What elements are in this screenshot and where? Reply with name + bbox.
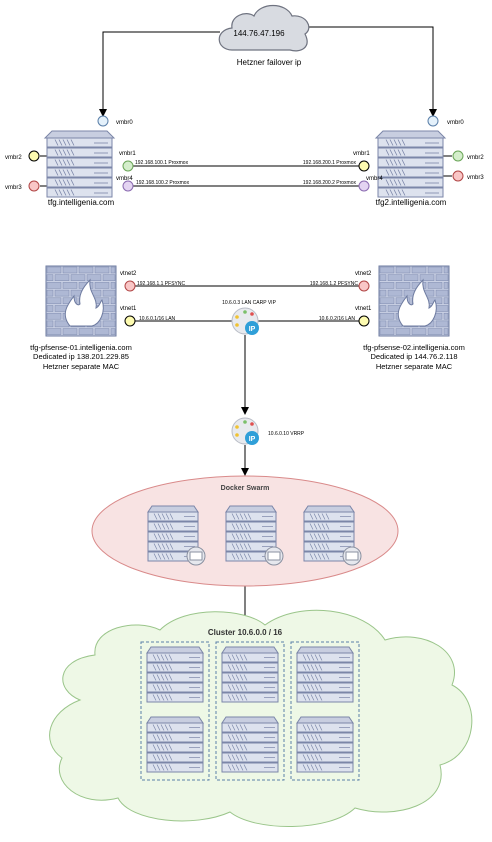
failover-to-host2-connector xyxy=(308,26,437,117)
vrrp-label: 10.6.0.10 VRRP xyxy=(268,431,305,437)
failover-to-host1-connector xyxy=(99,31,220,117)
host1-name: tfg.intelligenia.com xyxy=(48,198,115,207)
vmbr3-port-icon xyxy=(452,170,464,182)
host2-vmbr0-label: vmbr0 xyxy=(447,120,464,126)
fw2-lan-label: 10.6.0.2/16 LAN xyxy=(319,316,356,322)
cluster-node-group xyxy=(290,641,360,781)
cluster-server-icon xyxy=(146,646,204,703)
failover-cloud: 144.76.47.196 Hetzner failover ip xyxy=(218,4,310,67)
vmbr0-port-icon xyxy=(427,115,439,127)
host1-vmbr1-label: vmbr1 xyxy=(119,151,136,157)
vtnet2-port-icon xyxy=(358,280,370,292)
host2-ip2-label: 192.168.200.2 Proxmox xyxy=(303,180,357,186)
fw2-mac: Hetzner separate MAC xyxy=(376,362,453,371)
fw2-name: tfg-pfsense-02.intelligenia.com xyxy=(363,343,465,352)
vmbr1-port-icon xyxy=(358,160,370,172)
host1-server: tfg.intelligenia.com vmbr0 vmbr2 vmbr3 v… xyxy=(5,115,190,207)
cluster-server-icon xyxy=(296,716,354,773)
fw1-vtnet2-label: vtnet2 xyxy=(120,271,137,277)
carp-ip-badge: IP xyxy=(249,326,256,333)
cluster-title: Cluster 10.6.0.0 / 16 xyxy=(208,628,283,637)
vmbr2-port-icon xyxy=(28,150,40,162)
vtnet2-port-icon xyxy=(124,280,136,292)
fw1-mac: Hetzner separate MAC xyxy=(43,362,120,371)
host2-vmbr4-label: vmbr4 xyxy=(366,176,383,182)
cluster-server-icon xyxy=(221,716,279,773)
swarm-server-icon xyxy=(225,505,284,566)
fw1-lan-label: 10.6.0.1/16 LAN xyxy=(139,316,176,322)
cluster-node-group xyxy=(140,641,210,781)
host2-name: tfg2.intelligenia.com xyxy=(376,198,447,207)
cluster-server-icon xyxy=(221,646,279,703)
vmbr1-port-icon xyxy=(122,160,134,172)
server-icon xyxy=(43,130,116,198)
host1-ip2-label: 192.168.100.2 Proxmox xyxy=(136,180,190,186)
host1-vmbr2-label: vmbr2 xyxy=(5,155,22,161)
firewall1: vtnet2 vtnet1 192.168.1.1 PFSYNC 10.6.0.… xyxy=(30,265,185,371)
vrrp-vip: IP 10.6.0.10 VRRP xyxy=(231,417,305,445)
carp-vip: 10.6.0.3 LAN CARP VIP IP xyxy=(222,300,277,335)
vmbr4-port-icon xyxy=(122,180,134,192)
host1-vmbr4-label: vmbr4 xyxy=(116,176,133,182)
host1-vmbr3-label: vmbr3 xyxy=(5,185,22,191)
fw1-vtnet1-label: vtnet1 xyxy=(120,306,137,312)
swarm-server-icon xyxy=(303,505,362,566)
fw1-ip: Dedicated ip 138.201.229.85 xyxy=(33,352,129,361)
cluster: Cluster 10.6.0.0 / 16 xyxy=(49,609,473,827)
vmbr3-port-icon xyxy=(28,180,40,192)
fw1-name: tfg-pfsense-01.intelligenia.com xyxy=(30,343,132,352)
host1-ip1-label: 192.168.100.1 Proxmox xyxy=(135,160,189,166)
fw2-vtnet2-label: vtnet2 xyxy=(355,271,372,277)
swarm-server-icon xyxy=(147,505,206,566)
cluster-node-group xyxy=(215,641,285,781)
host1-vmbr0-label: vmbr0 xyxy=(116,120,133,126)
fw1-pfsync-label: 192.168.1.1 PFSYNC xyxy=(137,281,185,287)
vtnet1-port-icon xyxy=(358,315,370,327)
host2-ip1-label: 192.168.200.1 Proxmox xyxy=(303,160,357,166)
cluster-server-icon xyxy=(296,646,354,703)
firewall2: vtnet2 vtnet1 192.168.1.2 PFSYNC 10.6.0.… xyxy=(310,265,465,371)
fw2-ip: Dedicated ip 144.76.2.118 xyxy=(370,352,457,361)
cloud-icon xyxy=(218,4,310,52)
carp-vip-label: 10.6.0.3 LAN CARP VIP xyxy=(222,300,276,306)
ip-router-icon: IP xyxy=(231,417,259,445)
docker-swarm: Docker Swarm xyxy=(91,475,399,587)
firewall-icon xyxy=(378,265,450,337)
swarm-title: Docker Swarm xyxy=(221,485,270,492)
vmbr0-port-icon xyxy=(97,115,109,127)
ip-router-icon: IP xyxy=(231,307,259,335)
vmbr4-port-icon xyxy=(358,180,370,192)
cluster-server-icon xyxy=(146,716,204,773)
host2-vmbr3-label: vmbr3 xyxy=(467,175,484,181)
host2-server: tfg2.intelligenia.com vmbr0 vmbr2 vmbr3 … xyxy=(303,115,484,207)
vtnet1-port-icon xyxy=(124,315,136,327)
vrrp-ip-badge: IP xyxy=(249,436,256,443)
vmbr2-port-icon xyxy=(452,150,464,162)
failover-ip: 144.76.47.196 xyxy=(233,29,285,38)
host2-vmbr1-label: vmbr1 xyxy=(353,151,370,157)
fw2-vtnet1-label: vtnet1 xyxy=(355,306,372,312)
fw2-pfsync-label: 192.168.1.2 PFSYNC xyxy=(310,281,358,287)
server-icon xyxy=(374,130,447,198)
firewall-icon xyxy=(45,265,117,337)
host2-vmbr2-label: vmbr2 xyxy=(467,155,484,161)
failover-caption: Hetzner failover ip xyxy=(237,58,302,67)
